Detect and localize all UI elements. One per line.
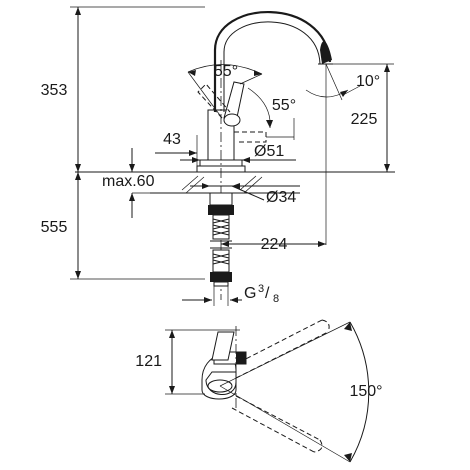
- lever-ghost-left: [197, 83, 231, 119]
- plan-angle-arc: [349, 321, 370, 463]
- lever-joint: [223, 113, 241, 127]
- dim-label-121: 121: [135, 353, 162, 370]
- plan-lever-ghost: [211, 331, 235, 361]
- angle-ray: [325, 63, 343, 101]
- dim-label-34: Ø34: [266, 189, 296, 206]
- dim-label-55deg-top: 55°: [214, 63, 238, 80]
- hose-connector-tip: [213, 281, 229, 287]
- dim-hole-diameter: Ø34: [190, 183, 300, 206]
- dim-swivel-angle: 10°: [305, 63, 380, 245]
- plan-ghost-upper-tip: [321, 319, 330, 333]
- plan-ghost-lower-tip: [313, 439, 323, 453]
- hose-lower: [212, 249, 230, 273]
- dim-label-10deg: 10°: [356, 73, 380, 90]
- dim-thread-slash: /: [265, 285, 270, 302]
- dim-spout-reach: 224: [221, 236, 326, 253]
- spout-inner: [223, 21, 321, 112]
- threaded-shank: [208, 205, 234, 215]
- plan-ghost-upper-a: [231, 319, 323, 367]
- under-counter-assembly: [208, 192, 234, 287]
- dim-lever-angle-top: 55°: [187, 63, 263, 119]
- angle-arc-55-side: [247, 87, 271, 129]
- dim-lever-offset: 43: [155, 118, 295, 166]
- dim-label-thread-prefix: G: [244, 285, 256, 302]
- dim-label-51: Ø51: [254, 143, 284, 160]
- dim-spout-height: 225: [326, 63, 394, 172]
- plan-view: 150° 121: [135, 319, 383, 463]
- spout-outer: [213, 11, 332, 112]
- mounting-nut: [209, 192, 233, 206]
- dim-label-225: 225: [351, 111, 378, 128]
- dim-label-thread-num: 3: [258, 283, 264, 295]
- dim-label-thread-den: 8: [273, 293, 279, 305]
- dim-label-555: 555: [41, 219, 68, 236]
- dim-label-43: 43: [163, 131, 181, 148]
- dim-label-55deg-side: 55°: [272, 97, 296, 114]
- spout-tip-shade: [320, 41, 332, 64]
- dim-below-counter: 555: [41, 172, 205, 280]
- countertop-hatch: [181, 175, 263, 194]
- dim-label-224: 224: [261, 236, 288, 253]
- dim-body-diameter: Ø51: [180, 143, 296, 163]
- hose-connector-nut: [210, 272, 232, 282]
- plan-lever-tip: [236, 352, 246, 364]
- dim-total-height: 353: [41, 6, 205, 172]
- lever-ghost-right: [234, 131, 267, 143]
- dim-label-max60: max.60: [102, 173, 155, 190]
- dim-label-150deg: 150°: [349, 383, 382, 400]
- dim-max-counter: max.60: [102, 148, 155, 218]
- dim-connection-thread: G 3 / 8: [182, 283, 279, 306]
- dim-lever-angle-side: 55°: [247, 87, 296, 129]
- hose-upper: [212, 214, 230, 240]
- dim-label-353: 353: [41, 82, 68, 99]
